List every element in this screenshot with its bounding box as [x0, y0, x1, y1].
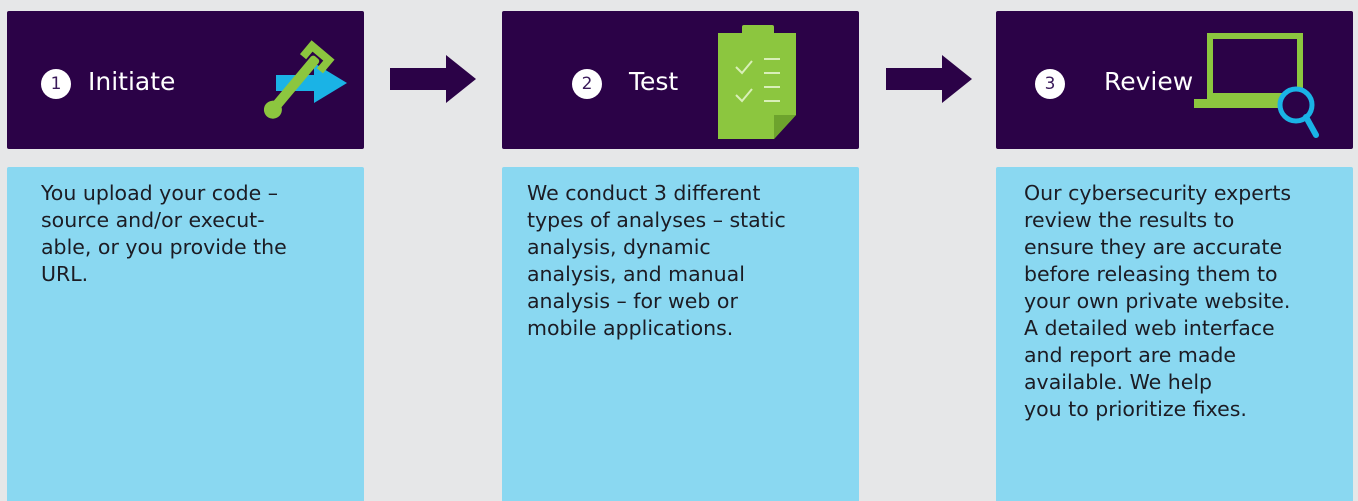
laptop-magnifier-icon: [1194, 33, 1319, 138]
wrench-arrow-icon: [263, 40, 347, 119]
step-2-number-badge: 2: [572, 69, 602, 99]
step-1-header: 1 Initiate: [7, 11, 364, 149]
step-2-title: Test: [629, 67, 679, 96]
step-3-title: Review: [1104, 67, 1194, 96]
step-3-description: Our cybersecurity experts review the res…: [1024, 181, 1292, 421]
step-1-number-badge: 1: [41, 69, 71, 99]
checklist-clipboard-icon: [718, 25, 796, 139]
step-2-description: We conduct 3 different types of analyses…: [527, 181, 786, 340]
step-1-title: Initiate: [88, 67, 176, 96]
step-3-number-badge: 3: [1035, 69, 1065, 99]
right-arrow-icon: [390, 55, 476, 103]
step-3-header: 3 Review: [996, 11, 1353, 149]
step-2-header: 2 Test: [502, 11, 859, 149]
step-1-description-box: You upload your code – source and/or exe…: [7, 167, 364, 501]
step-1-description: You upload your code – source and/or exe…: [41, 181, 287, 286]
step-2-description-box: We conduct 3 different types of analyses…: [502, 167, 859, 501]
right-arrow-icon: [886, 55, 972, 103]
step-3-description-box: Our cybersecurity experts review the res…: [996, 167, 1353, 501]
